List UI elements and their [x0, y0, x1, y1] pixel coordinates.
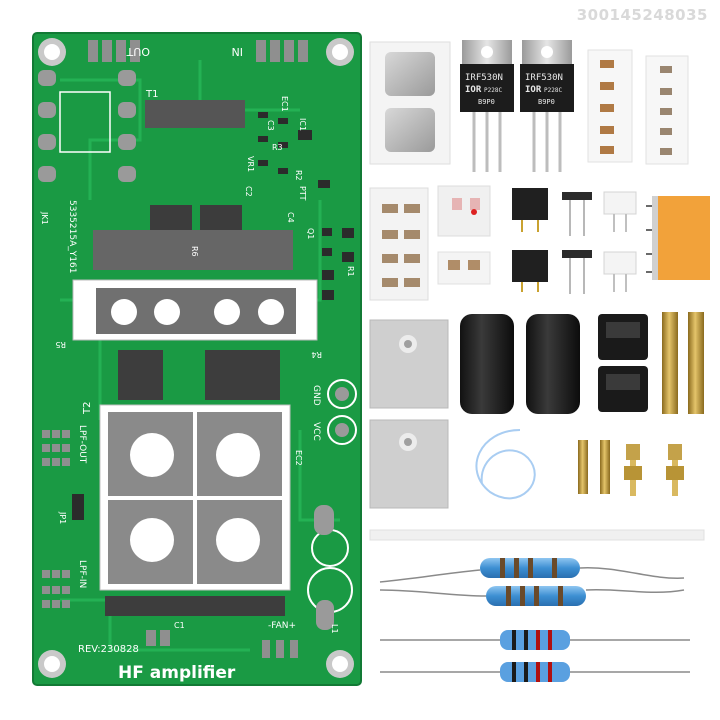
jumper-caps — [512, 188, 548, 292]
power-resistor — [379, 586, 685, 606]
label-ic1: IC1 — [298, 118, 307, 131]
label-in: IN — [232, 45, 243, 58]
smd-tape-strip — [645, 55, 689, 165]
mosfet-logo: IOR — [465, 85, 482, 95]
label-c3: C3 — [266, 120, 275, 131]
label-vcc: VCC — [311, 422, 321, 441]
label-ptt: PTT — [298, 186, 307, 201]
label-r2: R2 — [294, 170, 303, 181]
mosfet-right: IRF530N IOR P228C B9P0 — [520, 40, 574, 172]
label-t2: T2 — [82, 402, 93, 415]
label-jk1: JK1 — [40, 211, 49, 225]
label-r5: R5 — [55, 340, 66, 349]
mosfet-code: B9P0 — [478, 98, 495, 106]
board-title: HF amplifier — [118, 663, 236, 683]
smd-tape-strip — [369, 187, 429, 301]
label-vr1: VR1 — [246, 156, 255, 172]
label-l1: L1 — [330, 624, 339, 634]
mosfet-code: P228C — [484, 87, 502, 94]
small-resistor — [380, 662, 690, 682]
label-r3: R3 — [272, 143, 283, 152]
label-fan: -FAN+ — [268, 621, 296, 631]
label-c4: C4 — [286, 212, 295, 223]
label-r1: R1 — [346, 266, 355, 277]
jst-connectors — [603, 191, 637, 292]
mounting-hole — [326, 650, 354, 678]
label-lpf-out: LPF-OUT — [77, 425, 87, 464]
smd-tape-strip — [587, 49, 633, 163]
label-c1: C1 — [174, 621, 185, 630]
label-c2: C2 — [244, 186, 253, 197]
mounting-hole — [38, 650, 66, 678]
ferrite-tube — [460, 314, 514, 414]
sma-connector — [624, 444, 642, 496]
label-out: OUT — [126, 45, 150, 58]
mosfet-code: P228C — [544, 87, 562, 94]
label-r6: R6 — [190, 246, 199, 257]
label-t1: T1 — [145, 89, 158, 100]
pin-headers — [562, 192, 592, 294]
label-ec1: EC1 — [280, 96, 289, 112]
enameled-wire — [475, 429, 536, 500]
mosfet-code: B9P0 — [538, 98, 555, 106]
brass-standoff — [662, 312, 678, 414]
watermark: 300145248035 — [576, 6, 708, 24]
mosfet-marking: IRF530N — [465, 73, 503, 83]
brass-standoff — [578, 440, 588, 494]
mosfet-left: IRF530N IOR P228C B9P0 — [460, 40, 514, 172]
small-resistor — [380, 630, 690, 650]
pcb-board: OUT IN T1 EC1 IC1 C3 R3 VR1 R2 PTT C2 C4… — [32, 32, 362, 686]
label-r4: R4 — [311, 350, 322, 359]
power-resistor — [379, 558, 685, 583]
led-pieces — [437, 185, 491, 285]
ferrite-tube — [526, 314, 580, 414]
brass-standoff — [688, 312, 704, 414]
heat-shrink-tube — [369, 529, 705, 541]
sma-connector — [666, 444, 684, 496]
mosfet-logo: IOR — [525, 85, 542, 95]
label-jp1: JP1 — [58, 511, 67, 524]
relay — [646, 196, 710, 280]
label-lpf-in: LPF-IN — [77, 560, 87, 588]
binocular-core — [598, 314, 648, 412]
mosfet-marking: IRF530N — [525, 73, 563, 83]
board-revision: REV:230828 — [78, 644, 139, 655]
capacitor-tray — [369, 41, 451, 165]
mounting-hole — [326, 38, 354, 66]
label-part-code: 5335215A_Y161 — [67, 200, 77, 273]
thermal-pad — [369, 419, 449, 509]
label-q1: Q1 — [306, 228, 315, 239]
label-ec2: EC2 — [294, 450, 303, 466]
label-gnd: GND — [311, 385, 321, 406]
brass-standoff — [600, 440, 610, 494]
thermal-pad — [369, 319, 449, 409]
mounting-hole — [38, 38, 66, 66]
